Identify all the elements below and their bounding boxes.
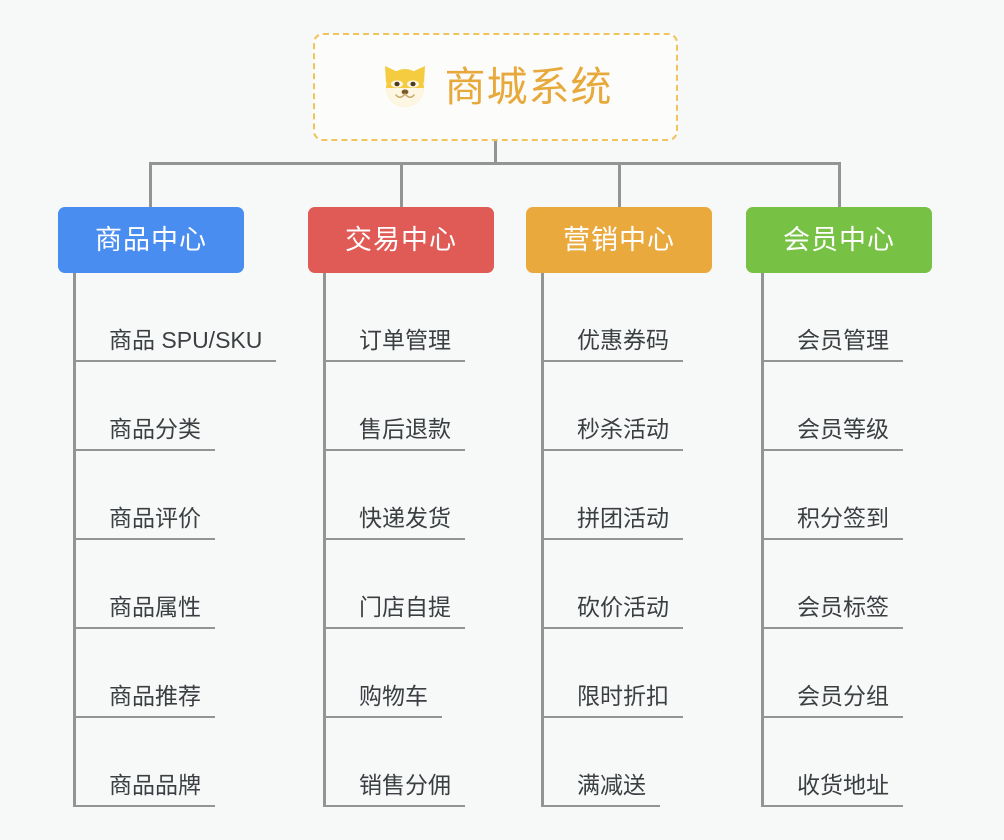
leaf-item[interactable]: 限时折扣 [544,629,683,718]
leaf-item-label: 门店自提 [359,593,451,620]
leaf-item[interactable]: 满减送 [544,718,660,807]
leaf-item-label: 购物车 [359,682,428,709]
category-column-2: 交易中心 订单管理 售后退款 快递发货 门店自提 购物车 销售分佣 [308,207,494,807]
leaf-item[interactable]: 销售分佣 [326,718,465,807]
leaf-item[interactable]: 商品分类 [76,362,215,451]
leaf-item-label: 商品品牌 [109,771,201,798]
category-header-label: 营销中心 [563,224,675,255]
leaf-item[interactable]: 购物车 [326,629,442,718]
leaf-item[interactable]: 门店自提 [326,540,465,629]
leaf-item-label: 收货地址 [797,771,889,798]
column-spine [541,273,544,807]
category-column-4: 会员中心 会员管理 会员等级 积分签到 会员标签 会员分组 收货地址 [746,207,932,807]
category-header-1[interactable]: 商品中心 [58,207,244,273]
leaf-item[interactable]: 会员标签 [764,540,903,629]
category-header-label: 商品中心 [95,224,207,255]
category-header-label: 会员中心 [783,224,895,255]
leaf-item[interactable]: 商品评价 [76,451,215,540]
leaf-item[interactable]: 收货地址 [764,718,903,807]
leaf-item-label: 订单管理 [359,326,451,353]
category-header-3[interactable]: 营销中心 [526,207,712,273]
connector-drop-4 [838,162,841,209]
leaf-item[interactable]: 拼团活动 [544,451,683,540]
leaf-item-label: 商品 SPU/SKU [109,326,263,353]
category-header-4[interactable]: 会员中心 [746,207,932,273]
leaf-item-label: 会员分组 [797,682,889,709]
leaf-item-label: 售后退款 [359,415,451,442]
leaf-item-label: 会员标签 [797,593,889,620]
leaf-item[interactable]: 订单管理 [326,273,465,362]
leaf-item[interactable]: 积分签到 [764,451,903,540]
leaf-item-label: 销售分佣 [359,771,451,798]
leaf-item[interactable]: 优惠券码 [544,273,683,362]
root-title: 商城系统 [444,63,613,110]
leaf-item[interactable]: 商品推荐 [76,629,215,718]
leaf-item-label: 砍价活动 [577,593,669,620]
connector-bus-bar [149,162,841,165]
shiba-dog-face-icon [379,61,431,113]
category-column-1: 商品中心 商品 SPU/SKU 商品分类 商品评价 商品属性 商品推荐 商品品牌 [58,207,277,807]
leaf-item[interactable]: 秒杀活动 [544,362,683,451]
leaf-item-label: 会员等级 [797,415,889,442]
leaf-item-label: 商品分类 [109,415,201,442]
connector-root-stem [494,141,497,165]
leaf-item[interactable]: 会员分组 [764,629,903,718]
leaf-item[interactable]: 会员等级 [764,362,903,451]
category-column-3: 营销中心 优惠券码 秒杀活动 拼团活动 砍价活动 限时折扣 满减送 [526,207,712,807]
leaf-item-label: 优惠券码 [577,326,669,353]
leaf-item-label: 限时折扣 [577,682,669,709]
leaf-item-label: 秒杀活动 [577,415,669,442]
leaf-item-label: 商品评价 [109,504,201,531]
leaf-item-label: 满减送 [577,771,646,798]
connector-drop-3 [618,162,621,209]
leaf-item[interactable]: 商品 SPU/SKU [76,273,277,362]
leaf-item-label: 快递发货 [359,504,451,531]
leaf-item[interactable]: 砍价活动 [544,540,683,629]
column-spine [761,273,764,807]
leaf-item-label: 积分签到 [797,504,889,531]
leaf-item[interactable]: 会员管理 [764,273,903,362]
leaf-item[interactable]: 快递发货 [326,451,465,540]
category-header-label: 交易中心 [345,224,457,255]
root-node[interactable]: 商城系统 [313,33,678,141]
leaf-item[interactable]: 售后退款 [326,362,465,451]
leaf-item[interactable]: 商品属性 [76,540,215,629]
leaf-item-label: 商品推荐 [109,682,201,709]
leaf-item-label: 商品属性 [109,593,201,620]
leaf-item-label: 会员管理 [797,326,889,353]
connector-drop-2 [400,162,403,209]
leaf-item[interactable]: 商品品牌 [76,718,215,807]
connector-drop-1 [149,162,152,209]
column-spine [73,273,76,807]
leaf-item-label: 拼团活动 [577,504,669,531]
category-header-2[interactable]: 交易中心 [308,207,494,273]
column-spine [323,273,326,807]
